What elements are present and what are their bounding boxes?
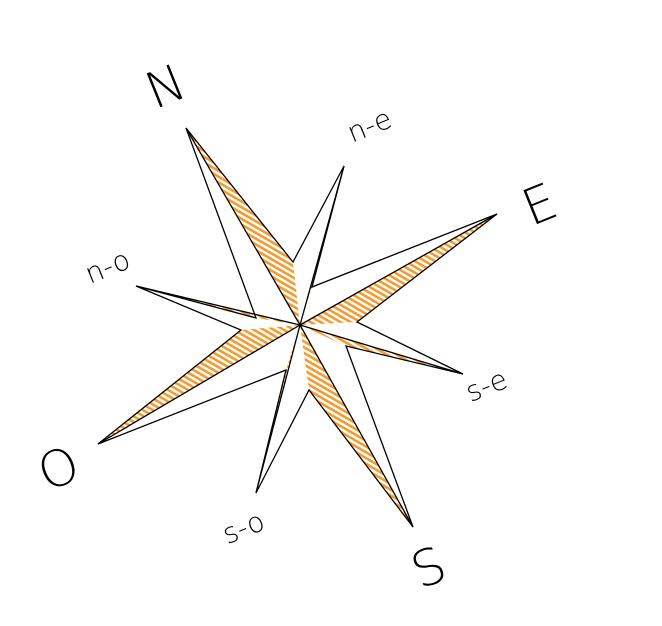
point-southeast-midrib (299, 324, 464, 375)
point-west-midrib (97, 324, 301, 445)
label-east: E (514, 172, 565, 238)
point-south-midrib (299, 324, 414, 528)
label-west: O (30, 434, 88, 503)
point-northwest-midrib (135, 285, 301, 326)
rose-hatched-fills (98, 128, 497, 527)
label-southeast: s-e (461, 362, 512, 408)
center-point (298, 323, 302, 327)
point-north-midrib (185, 127, 301, 326)
rose-outline (97, 127, 498, 528)
point-southeast-plain-half (300, 322, 463, 374)
label-south: S (403, 535, 454, 601)
label-southwest: s-o (218, 504, 270, 550)
star-outline (97, 127, 498, 528)
point-east-midrib (299, 213, 498, 326)
label-northeast: n-e (342, 102, 396, 149)
label-northwest: n-o (80, 243, 135, 291)
point-southwest-plain-half (256, 325, 309, 493)
point-northeast-plain-half (293, 166, 344, 325)
label-north: N (137, 53, 193, 121)
